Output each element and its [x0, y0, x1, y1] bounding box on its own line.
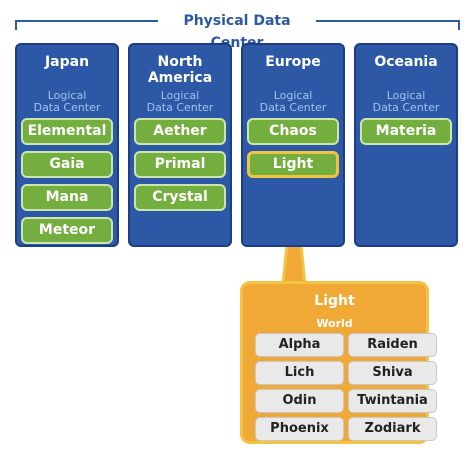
- data-center-elemental[interactable]: Elemental: [21, 118, 113, 145]
- data-center-chaos[interactable]: Chaos: [247, 118, 339, 145]
- world-twintania[interactable]: Twintania: [348, 389, 437, 413]
- data-center-crystal[interactable]: Crystal: [134, 184, 226, 211]
- data-center-primal[interactable]: Primal: [134, 151, 226, 178]
- logical-data-center-label: Data Center: [146, 101, 214, 114]
- region-name: Oceania: [374, 54, 438, 70]
- world-odin[interactable]: Odin: [255, 389, 344, 413]
- region-name: North: [157, 54, 203, 70]
- world-phoenix[interactable]: Phoenix: [255, 417, 344, 441]
- data-center-materia[interactable]: Materia: [360, 118, 452, 145]
- world-lich[interactable]: Lich: [255, 361, 344, 385]
- data-center-light[interactable]: Light: [247, 151, 339, 178]
- data-center-mana[interactable]: Mana: [21, 184, 113, 211]
- world-alpha[interactable]: Alpha: [255, 333, 344, 357]
- data-center-gaia[interactable]: Gaia: [21, 151, 113, 178]
- data-center-meteor[interactable]: Meteor: [21, 217, 113, 244]
- logical-data-center-label: Logical: [160, 89, 200, 102]
- logical-data-center-label: Logical: [273, 89, 313, 102]
- region-name: Europe: [265, 54, 321, 70]
- world-zodiark[interactable]: Zodiark: [348, 417, 437, 441]
- logical-data-center-label: Logical: [47, 89, 87, 102]
- logical-data-center-label: Data Center: [372, 101, 440, 114]
- callout-title: Light: [314, 293, 355, 309]
- logical-data-center-label: Data Center: [33, 101, 101, 114]
- world-raiden[interactable]: Raiden: [348, 333, 437, 357]
- logical-data-center-label: Data Center: [259, 101, 327, 114]
- physical-bracket-right-tick: [458, 20, 460, 30]
- logical-data-center-label: Logical: [386, 89, 426, 102]
- callout-world-label: World: [316, 317, 353, 330]
- region-name: America: [147, 70, 213, 86]
- world-shiva[interactable]: Shiva: [348, 361, 437, 385]
- region-name: Japan: [44, 54, 90, 70]
- data-center-aether[interactable]: Aether: [134, 118, 226, 145]
- physical-bracket-left-tick: [15, 20, 17, 30]
